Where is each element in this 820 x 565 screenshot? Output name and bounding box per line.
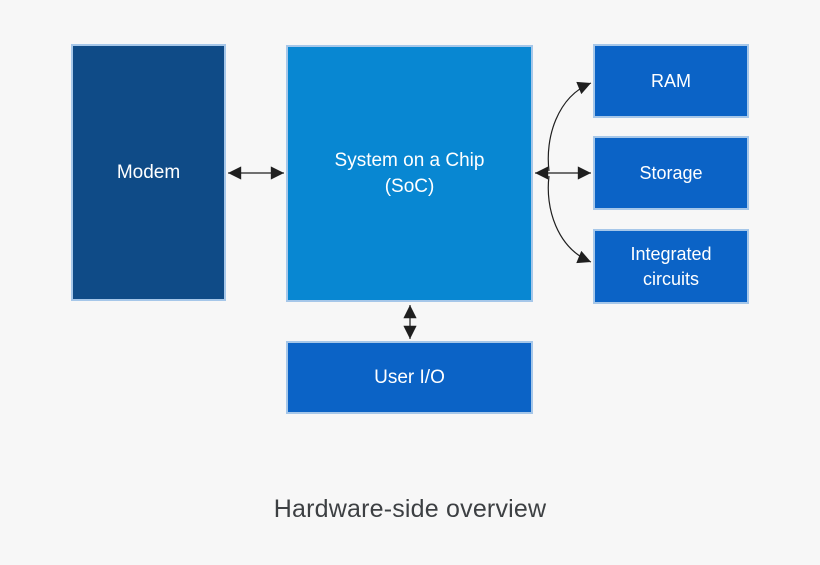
node-integrated-circuits: Integrated circuits (593, 229, 749, 304)
node-modem: Modem (71, 44, 226, 301)
diagram-caption: Hardware-side overview (273, 495, 547, 523)
node-integrated-circuits-label: Integrated circuits (630, 244, 712, 289)
node-user-io-label: User I/O (374, 366, 445, 388)
node-ram: RAM (593, 44, 749, 118)
edge-soc-ram (547, 81, 592, 172)
node-storage-label: Storage (639, 162, 703, 183)
node-modem-label: Modem (116, 161, 181, 183)
edge-soc-ic (547, 175, 592, 264)
node-user-io: User I/O (286, 341, 533, 414)
node-storage: Storage (593, 136, 749, 210)
node-ram-label: RAM (651, 70, 691, 91)
node-soc-label: System on a Chip (SoC) (334, 149, 485, 197)
node-soc: System on a Chip (SoC) (286, 45, 533, 302)
